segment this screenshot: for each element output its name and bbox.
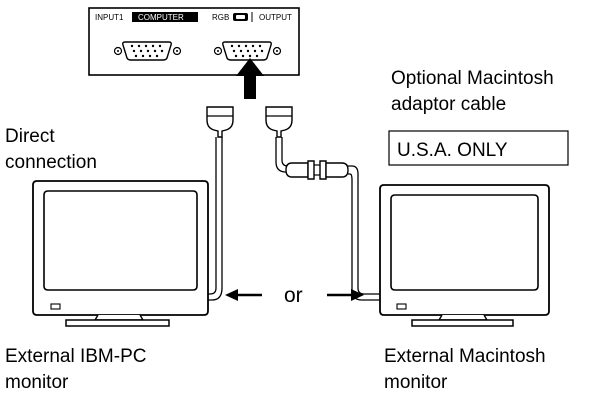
power-button-icon (50, 303, 61, 310)
ibm-monitor-label-line1: External IBM-PC (5, 346, 146, 367)
optional-cable-label-line1: Optional Macintosh (391, 68, 554, 89)
computer-label: COMPUTER (138, 13, 184, 22)
power-button-icon (396, 303, 407, 310)
output-label: OUTPUT (259, 13, 292, 22)
adaptor-plug (285, 160, 349, 180)
right-arrow-icon (327, 289, 364, 301)
usa-only-box (388, 130, 569, 166)
mac-monitor-label-line2: monitor (384, 372, 448, 393)
rgb-label: RGB (212, 13, 229, 22)
left-arrow-icon (225, 289, 262, 301)
monitor-port-icon (233, 13, 248, 21)
direct-connection-label-line1: Direct (5, 126, 55, 147)
direct-connection-label-line2: connection (5, 152, 97, 173)
input-port (113, 41, 182, 61)
connector-panel: INPUT1 COMPUTER RGB OUTPUT (88, 7, 300, 76)
mac-monitor-label-line1: External Macintosh (384, 346, 546, 367)
direct-cable (190, 106, 234, 301)
macintosh-monitor (379, 184, 550, 327)
or-label: or (284, 284, 303, 307)
output-port (213, 41, 282, 61)
usa-only-label: U.S.A. ONLY (397, 140, 508, 161)
optional-cable-label-line2: adaptor cable (391, 94, 506, 115)
input-label: INPUT1 (95, 13, 124, 22)
adaptor-cable (265, 106, 385, 301)
ibm-pc-monitor (32, 180, 209, 327)
ibm-monitor-label-line2: monitor (5, 372, 69, 393)
up-arrow-icon (236, 58, 264, 99)
